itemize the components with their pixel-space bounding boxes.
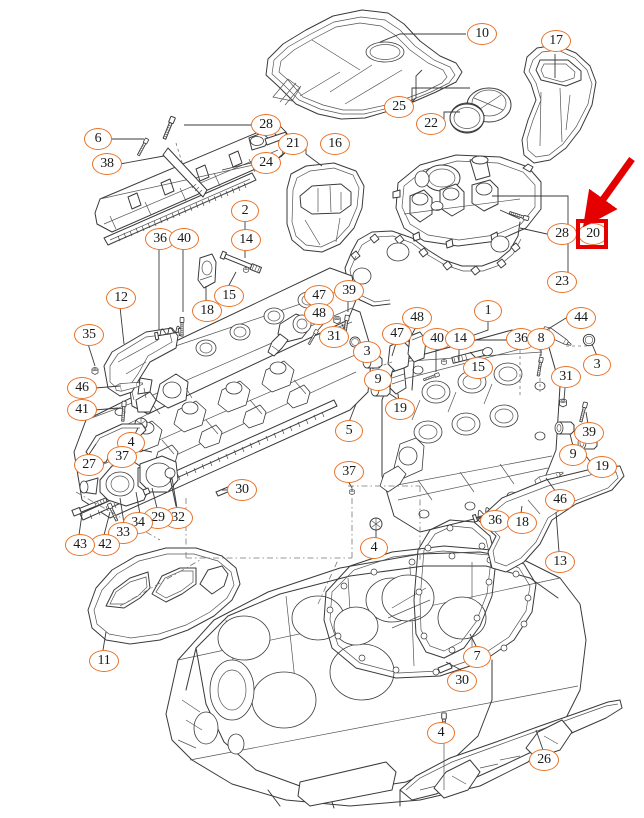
callout-bubble-12[interactable]: 12 (106, 287, 136, 309)
callout-bubble-18[interactable]: 18 (507, 512, 537, 534)
callout-bubble-25[interactable]: 25 (384, 96, 414, 118)
callout-bubble-7[interactable]: 7 (463, 646, 491, 668)
callout-bubble-23[interactable]: 23 (547, 271, 577, 293)
part-10-noise-insulation-cover (265, 9, 463, 120)
callout-bubble-9[interactable]: 9 (559, 444, 587, 466)
part-2-camshaft-assembly-left (129, 267, 357, 415)
callout-bubble-48[interactable]: 48 (402, 307, 432, 329)
callout-bubble-40[interactable]: 40 (169, 228, 199, 250)
part-cylinder-head-cover-right (392, 154, 542, 249)
part-camshaft-bearing-bridge (94, 115, 289, 246)
callout-bubble-21[interactable]: 21 (278, 133, 308, 155)
part-16-cover (286, 162, 365, 253)
part-12-bracket (103, 327, 179, 401)
engine-block (165, 545, 587, 809)
part-47-48-injector-right (387, 331, 427, 415)
callout-bubble-11[interactable]: 11 (89, 650, 119, 672)
part-7-gasket (413, 519, 497, 674)
callout-bubble-3[interactable]: 3 (583, 354, 611, 376)
part-17-cover (521, 44, 597, 164)
callout-bubble-19[interactable]: 19 (385, 398, 415, 420)
callout-bubble-14[interactable]: 14 (445, 328, 475, 350)
callout-bubble-31[interactable]: 31 (551, 366, 581, 388)
callout-bubble-46[interactable]: 46 (545, 489, 575, 511)
callout-bubble-48[interactable]: 48 (304, 303, 334, 325)
callout-bubble-42[interactable]: 42 (90, 534, 120, 556)
part-22-oil-filler-cap (449, 87, 512, 134)
part-13-heat-shield (477, 465, 625, 573)
callout-bubble-17[interactable]: 17 (541, 30, 571, 52)
callout-bubble-37[interactable]: 37 (107, 446, 137, 468)
callout-bubble-4[interactable]: 4 (427, 722, 455, 744)
callout-bubble-28[interactable]: 28 (251, 114, 281, 136)
left-small-hardware (91, 250, 263, 422)
part-26-heat-shield (399, 699, 623, 801)
callout-bubble-37[interactable]: 37 (334, 461, 364, 483)
callout-bubble-27[interactable]: 27 (74, 454, 104, 476)
callout-bubble-10[interactable]: 10 (467, 23, 497, 45)
callout-bubble-41[interactable]: 41 (67, 399, 97, 421)
callout-bubble-30[interactable]: 30 (227, 479, 257, 501)
callout-bubble-44[interactable]: 44 (566, 307, 596, 329)
callout-bubble-47[interactable]: 47 (382, 323, 412, 345)
callout-bubble-8[interactable]: 8 (527, 328, 555, 350)
part-47-48-injector-left (267, 313, 319, 357)
part-11-intake-manifold-gasket (87, 547, 241, 645)
callout-bubble-24[interactable]: 24 (251, 152, 281, 174)
callout-bubble-18[interactable]: 18 (192, 300, 222, 322)
callout-bubble-3[interactable]: 3 (353, 341, 381, 363)
callout-bubble-30[interactable]: 30 (447, 670, 477, 692)
callout-bubble-5[interactable]: 5 (335, 420, 363, 442)
callout-bubble-19[interactable]: 19 (587, 456, 617, 478)
callout-bubble-39[interactable]: 39 (574, 422, 604, 444)
callout-bubble-4[interactable]: 4 (360, 537, 388, 559)
callout-bubble-1[interactable]: 1 (474, 300, 502, 322)
callout-bubble-46[interactable]: 46 (67, 377, 97, 399)
callout-bubble-9[interactable]: 9 (364, 369, 392, 391)
callout-bubble-13[interactable]: 13 (545, 551, 575, 573)
part-23-cover-gasket (344, 221, 522, 307)
callout-bubble-6[interactable]: 6 (84, 128, 112, 150)
callout-bubble-26[interactable]: 26 (529, 749, 559, 771)
callout-bubble-43[interactable]: 43 (65, 534, 95, 556)
callout-bubble-38[interactable]: 38 (92, 153, 122, 175)
callout-bubble-2[interactable]: 2 (231, 200, 259, 222)
callout-bubble-31[interactable]: 31 (319, 326, 349, 348)
callout-bubble-14[interactable]: 14 (231, 229, 261, 251)
callout-bubble-22[interactable]: 22 (416, 113, 446, 135)
callout-bubble-15[interactable]: 15 (463, 357, 493, 379)
callout-bubble-16[interactable]: 16 (320, 133, 350, 155)
callout-bubble-35[interactable]: 35 (74, 324, 104, 346)
callout-bubble-15[interactable]: 15 (214, 285, 244, 307)
callout-bubble-39[interactable]: 39 (334, 280, 364, 302)
